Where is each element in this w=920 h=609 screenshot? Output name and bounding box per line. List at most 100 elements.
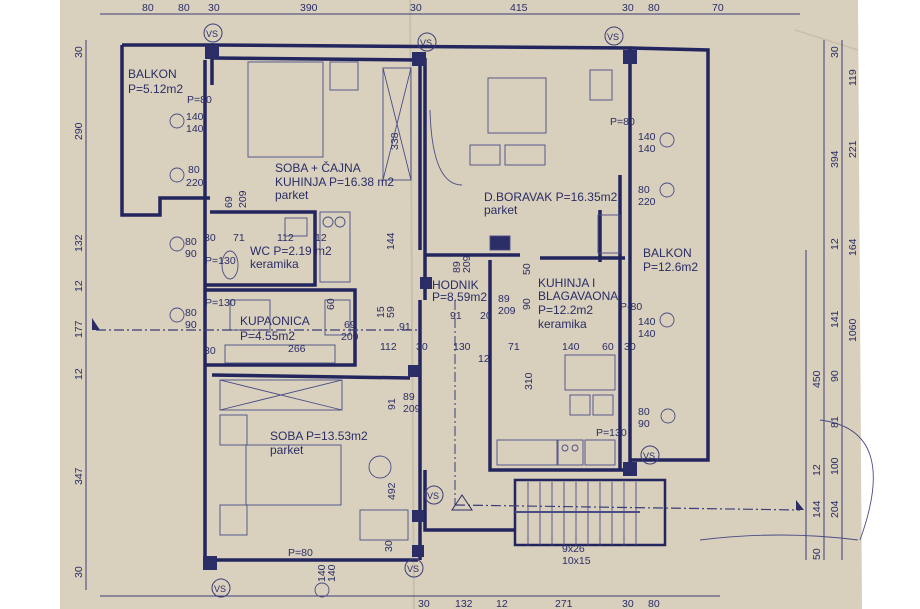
dim-label: 59: [385, 306, 397, 318]
section-arrow-icon: [92, 318, 100, 330]
dim-label: 220: [186, 177, 204, 189]
dim-label: 50: [521, 263, 533, 275]
dim-label: 140: [638, 328, 656, 340]
dim-label: 450: [811, 370, 823, 388]
vs-label: VS: [407, 564, 419, 574]
soba-cajna-area: KUHINJA P=16.38 m2: [275, 175, 394, 189]
boravak-floor: parket: [484, 203, 518, 217]
dim-label: 112: [380, 341, 397, 353]
dim-label: 140: [186, 111, 204, 123]
dim-label: 80: [142, 2, 154, 14]
dim-label: 130: [453, 341, 471, 353]
dim-label: 81: [829, 416, 841, 428]
dim-label: 70: [712, 2, 724, 14]
soba-name: SOBA P=13.53m2: [270, 429, 368, 443]
dim-label: 30: [829, 46, 841, 58]
kuhinja-name2: BLAGAVAONA: [538, 289, 618, 303]
staircase: [515, 482, 640, 545]
vs-label: VS: [607, 32, 619, 42]
hodnik-name: HODNIK: [432, 278, 479, 292]
dim-label: 119: [847, 69, 859, 86]
dim-label: 266: [288, 343, 306, 355]
dim-label: 12: [478, 353, 490, 365]
wc-name: WC P=2.19 m2: [250, 244, 332, 258]
dim-label: 144: [811, 500, 823, 518]
dim-label: 1060: [847, 318, 859, 342]
dim-label: 91: [386, 398, 398, 410]
dim-label: 112: [277, 232, 294, 244]
dim-label: 338: [389, 132, 401, 150]
dim-label: 492: [386, 482, 398, 500]
balkon-right-area: P=12.6m2: [643, 260, 698, 274]
dim-label: 30: [622, 2, 634, 14]
dim-label: 80: [638, 184, 650, 196]
kupaonica-area: P=4.55m2: [240, 329, 295, 343]
vs-label: VS: [427, 491, 439, 501]
room-labels: BALKON P=5.12m2 SOBA + ČAJNA KUHINJA P=1…: [128, 67, 698, 457]
dim-label: 80: [185, 236, 197, 248]
vs-label: VS: [206, 29, 218, 39]
dim-label: 30: [416, 341, 428, 353]
dim-label: 91: [399, 321, 411, 333]
dim-label: P=130: [205, 255, 236, 267]
dim-label: 60: [325, 298, 337, 310]
dim-label: 69: [223, 196, 235, 208]
dim-label: P=80: [610, 116, 635, 128]
dim-label: 271: [555, 598, 573, 609]
kuhinja-name: KUHINJA I: [538, 276, 595, 290]
balkon-left-name: BALKON: [128, 67, 177, 81]
dim-label: 100: [829, 457, 841, 475]
dim-label: P=80: [187, 94, 212, 106]
dim-label: 20: [480, 310, 492, 322]
vs-label: VS: [643, 451, 655, 461]
dim-label: P=80: [288, 547, 313, 559]
interior-dims: P=80 140 140 80 220 69 209 338 30 71 112…: [185, 94, 656, 582]
dim-label: 12: [73, 280, 85, 292]
paper-shade: [60, 0, 410, 609]
soba-cajna-name: SOBA + ČAJNA: [275, 160, 361, 175]
dim-label: 347: [73, 467, 85, 485]
dim-label: 12: [73, 368, 85, 380]
dim-label: 80: [185, 307, 197, 319]
dim-label: 140: [638, 131, 656, 143]
dim-label: 140: [638, 143, 656, 155]
dim-label: 71: [508, 341, 520, 353]
dim-label: 220: [638, 196, 656, 208]
dim-label: 12: [829, 238, 841, 250]
wc-floor: keramika: [250, 257, 299, 271]
dim-label: 12: [315, 232, 327, 244]
dim-label: 394: [829, 150, 841, 168]
dim-label: 30: [410, 2, 422, 14]
dim-label: 140: [186, 123, 204, 135]
dim-label: 209: [341, 331, 359, 343]
dim-label: 415: [510, 2, 528, 14]
dim-label: 90: [185, 319, 197, 331]
dim-label: 132: [455, 598, 473, 609]
dims-left: 30 290 132 12 177 12 347 30: [73, 46, 85, 578]
dimension-lines: [85, 13, 843, 597]
dim-label: 132: [73, 234, 85, 252]
section-line-bottom: [454, 504, 801, 511]
dims-right: 30 119 394 221 12 164 141 1060 450 90 81…: [811, 46, 859, 560]
dim-label: 209: [461, 255, 473, 273]
dim-label: 140: [326, 564, 338, 582]
dim-label: 10x15: [562, 555, 591, 567]
dim-label: 90: [638, 418, 650, 430]
dim-label: 140: [562, 341, 580, 353]
dim-label: 204: [829, 500, 841, 518]
furniture: [219, 61, 874, 541]
dim-label: 9x26: [562, 543, 585, 555]
vs-markers: [203, 23, 660, 598]
dim-label: 71: [233, 232, 245, 244]
dim-label: 80: [648, 2, 660, 14]
dim-label: 50: [811, 548, 823, 560]
dim-label: 209: [498, 305, 516, 317]
balkon-right-name: BALKON: [643, 246, 692, 260]
dim-label: 221: [847, 140, 859, 158]
dim-label: 80: [188, 164, 200, 176]
soba-floor: parket: [270, 443, 304, 457]
dim-label: 30: [622, 598, 634, 609]
dim-label: 30: [73, 46, 85, 58]
vs-label: VS: [214, 584, 226, 594]
